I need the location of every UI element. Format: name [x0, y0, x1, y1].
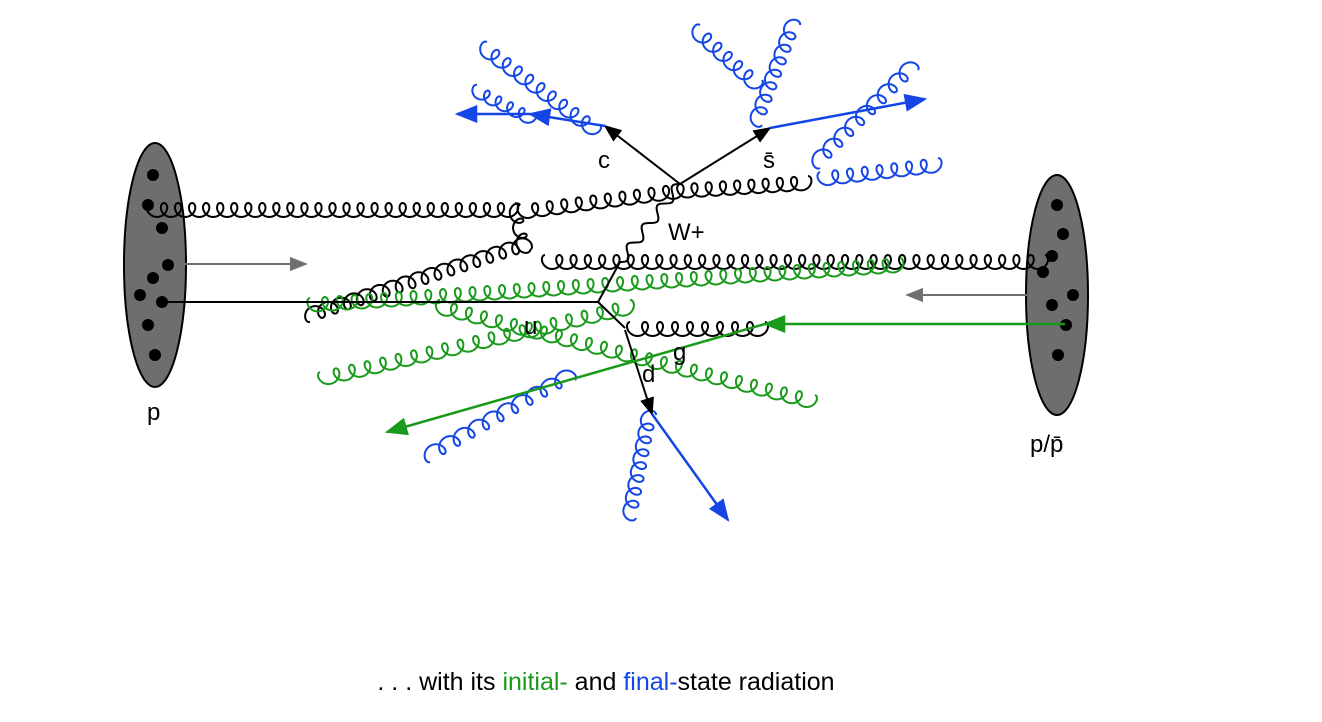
fs-gluon-s-1: [691, 23, 764, 90]
c-quark-line: [603, 124, 681, 185]
gluon-g: [626, 321, 769, 337]
fs-gluon-s-2: [749, 18, 802, 128]
gluon-top-mid: [516, 183, 685, 219]
fs-gluon-s-4: [816, 157, 943, 187]
caption-final: final-: [623, 668, 678, 696]
fs-gluon-c-1: [479, 40, 602, 136]
label-sbar: s̄: [763, 147, 775, 174]
caption: . . . with its initial- and final-state …: [0, 668, 1212, 697]
fs-gluon-d: [622, 409, 657, 522]
fs-s-line: [769, 93, 928, 130]
gluon-lines: [145, 18, 1050, 522]
is-gluon-lower: [317, 299, 635, 386]
is-gluon-cross: [434, 299, 818, 408]
proton-right-partons: [1037, 199, 1079, 361]
proton-left-partons: [134, 169, 174, 361]
initial-state-lines: [384, 315, 1065, 436]
hard-process: [160, 124, 772, 416]
caption-prefix: . . . with its: [377, 668, 503, 696]
label-p-left: p: [147, 399, 160, 426]
caption-initial: initial-: [502, 668, 568, 696]
label-d: d: [642, 361, 655, 388]
sbar-quark-line: [679, 127, 772, 185]
label-g: g: [673, 339, 686, 366]
label-c: c: [598, 147, 610, 174]
fs-gluon-c-2: [471, 83, 538, 124]
caption-suffix: state radiation: [677, 668, 835, 696]
quark-d-line: [624, 329, 654, 416]
gluon-top-right: [676, 175, 813, 199]
label-u: u: [524, 313, 537, 340]
label-p-right: p/p̄: [1030, 431, 1063, 458]
quark-u-line: [597, 301, 626, 329]
gluon-lower-left: [304, 237, 533, 324]
w-boson-line: [619, 183, 681, 263]
fs-d-line: [650, 413, 730, 522]
final-state-lines: [454, 93, 928, 522]
is-green-line: [384, 322, 766, 436]
u-to-w-line: [597, 261, 621, 303]
caption-middle: and: [567, 668, 624, 696]
gluon-top-left: [145, 202, 520, 218]
fs-gluon-s-3: [811, 61, 920, 170]
label-w: W+: [668, 219, 705, 246]
fs-c-line: [527, 108, 606, 128]
